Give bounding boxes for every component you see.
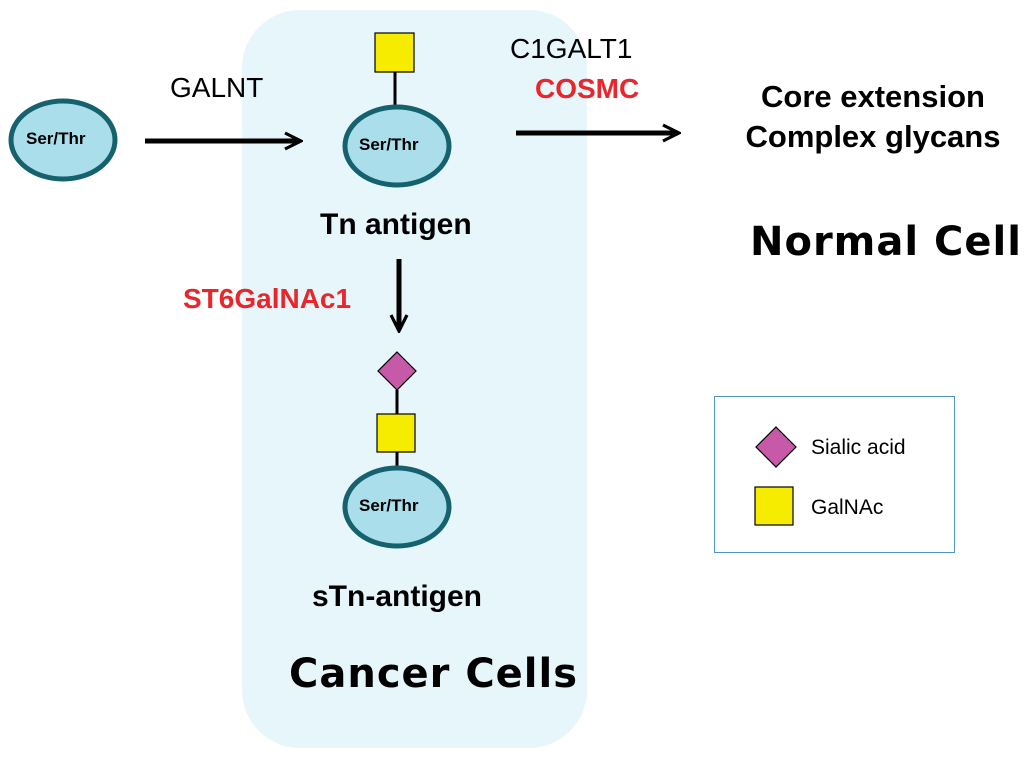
legend-symbols bbox=[754, 426, 797, 526]
normal-result-line1: Core extension bbox=[761, 79, 985, 114]
stn-antigen-label: sTn-antigen bbox=[312, 580, 482, 613]
tn-galnac-square bbox=[374, 32, 415, 73]
residue-node-unmodified bbox=[8, 98, 118, 182]
normal-cells-label: Normal Cells bbox=[750, 219, 1024, 265]
legend-galnac-label: GalNAc bbox=[811, 496, 884, 519]
galnac-icon bbox=[754, 486, 794, 526]
enzyme-c1galt1: C1GALT1 bbox=[510, 33, 633, 64]
sialic-acid-icon bbox=[755, 426, 797, 468]
enzyme-galnt: GALNT bbox=[170, 72, 264, 103]
cancer-cells-label: Cancer Cells bbox=[289, 651, 579, 697]
legend: Sialic acid GalNAc bbox=[714, 396, 955, 553]
stn-sialic-diamond bbox=[377, 351, 417, 391]
legend-sialic-acid-label: Sialic acid bbox=[811, 436, 906, 459]
cancer-cells-region bbox=[242, 10, 587, 748]
residue-label-stn: Ser/Thr bbox=[359, 496, 419, 515]
normal-result-text: Core extension Complex glycans bbox=[728, 77, 1018, 157]
enzyme-cosmc: COSMC bbox=[535, 73, 640, 104]
enzyme-st6galnac1: ST6GalNAc1 bbox=[183, 283, 352, 314]
residue-label-tn: Ser/Thr bbox=[359, 135, 419, 154]
residue-node-stn bbox=[342, 465, 452, 549]
residue-label-unmodified: Ser/Thr bbox=[26, 129, 86, 148]
normal-result-line2: Complex glycans bbox=[745, 119, 1001, 154]
stn-galnac-square bbox=[376, 413, 416, 453]
tn-antigen-label: Tn antigen bbox=[320, 208, 472, 241]
residue-node-tn bbox=[342, 104, 452, 188]
